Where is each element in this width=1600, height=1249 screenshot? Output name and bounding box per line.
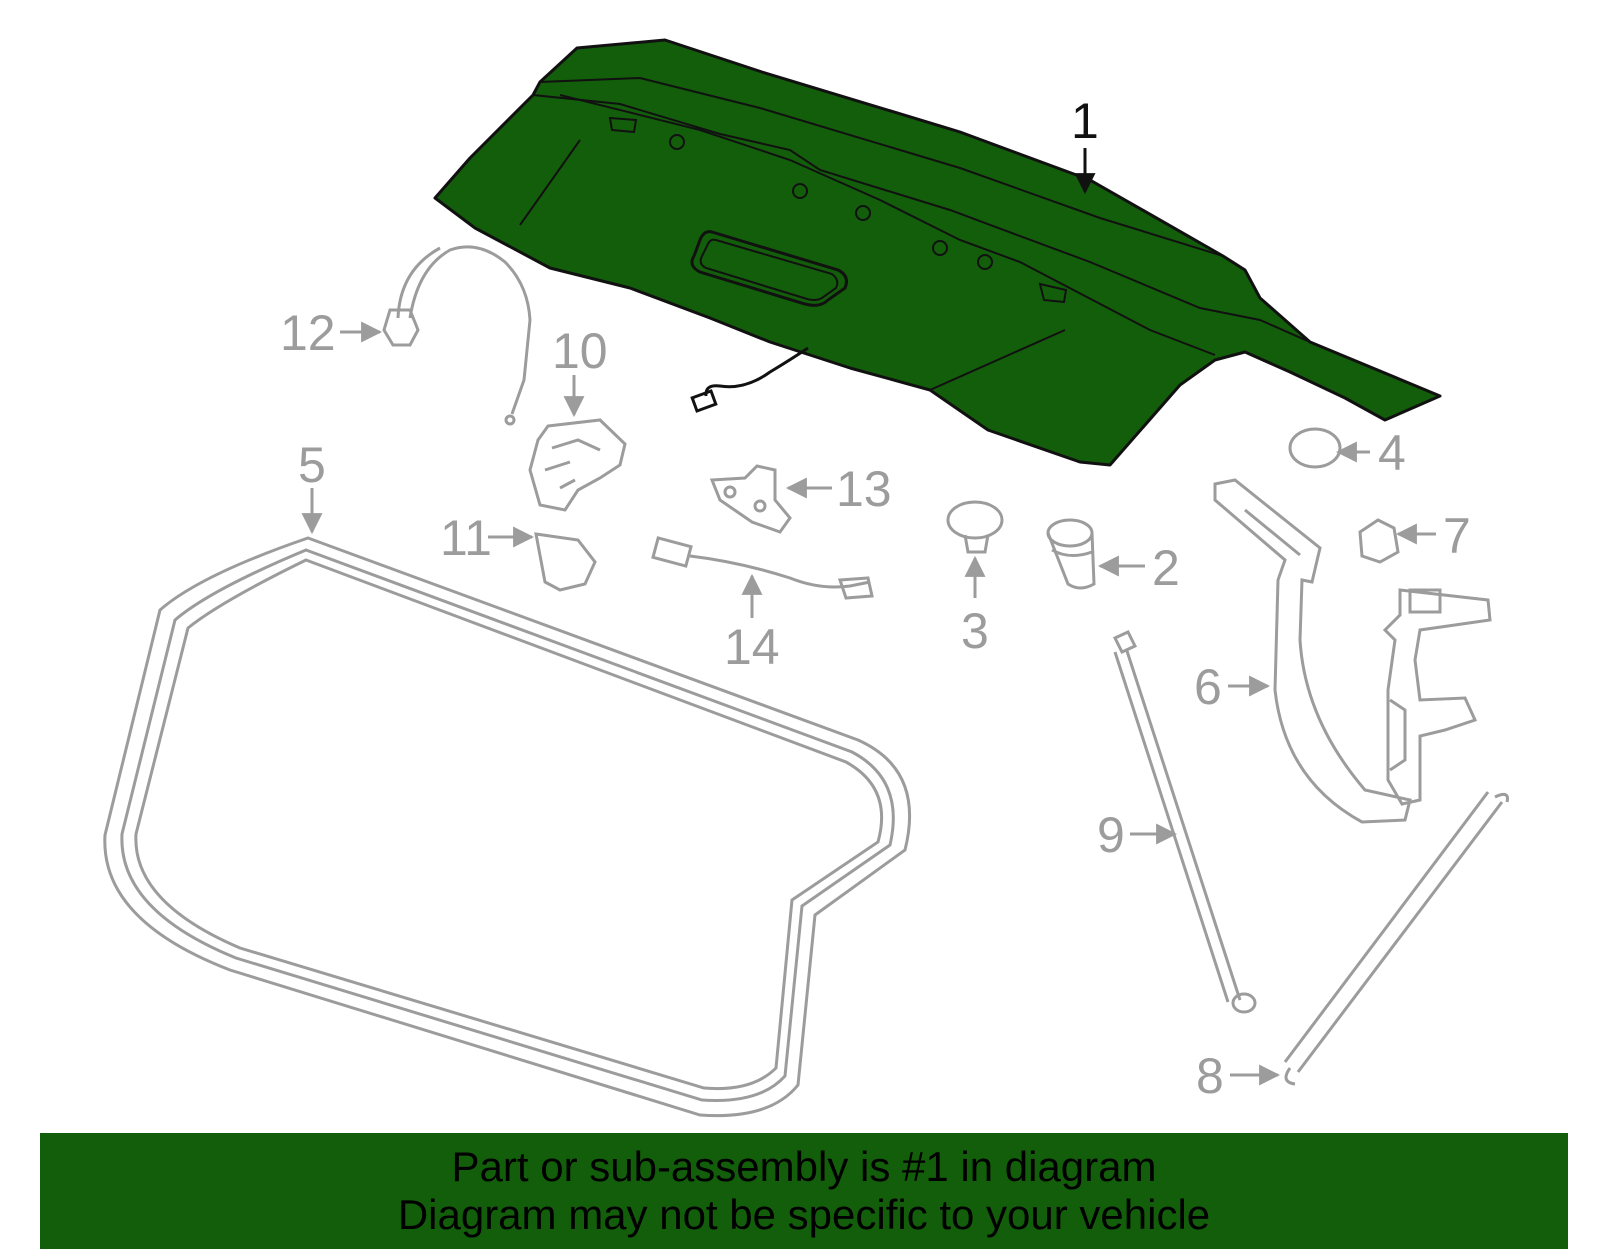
trunk-lid-spoiler-ridge [532, 94, 1311, 343]
info-banner: Part or sub-assembly is #1 in diagram Di… [40, 1133, 1568, 1249]
hinge-pocket-right [1038, 282, 1068, 304]
callout-11: 11 [440, 510, 492, 566]
part-12-release-cable[interactable] [382, 245, 532, 426]
callout-10: 10 [552, 323, 608, 379]
wire-connector-part1 [690, 389, 718, 413]
mount-hole-5 [977, 254, 993, 270]
callout-14: 14 [724, 619, 780, 675]
wire-harness-part1 [704, 346, 809, 397]
banner-line-primary: Part or sub-assembly is #1 in diagram [451, 1143, 1157, 1190]
callout-1: 1 [1071, 93, 1099, 149]
part-6-hinge[interactable] [1213, 478, 1492, 824]
callout-12: 12 [280, 305, 336, 361]
callout-arrows [301, 148, 1436, 1086]
callout-13: 13 [836, 461, 892, 517]
trunk-lid-crease-right [929, 329, 1066, 391]
callout-8: 8 [1196, 1048, 1224, 1104]
banner-line-disclaimer: Diagram may not be specific to your vehi… [397, 1191, 1211, 1238]
part-5-weatherstrip[interactable] [103, 536, 912, 1118]
part-10-latch[interactable] [528, 418, 627, 512]
callout-7: 7 [1443, 508, 1471, 564]
trunk-lid-inner-rib [559, 94, 1216, 356]
trunk-lid-top-edge [539, 76, 1224, 257]
part-14-wire-harness[interactable] [651, 536, 874, 600]
part-1-trunk-lid[interactable] [433, 38, 1442, 467]
part-4-grommet[interactable] [1288, 427, 1342, 469]
callout-5: 5 [298, 437, 326, 493]
callout-2: 2 [1152, 540, 1180, 596]
part-2-bumper[interactable] [1046, 518, 1096, 590]
part-11-clip[interactable] [534, 532, 597, 592]
license-plate-recess-inner [699, 238, 839, 301]
part-3-push-pin[interactable] [946, 500, 1004, 554]
part-8-spring[interactable] [1283, 791, 1509, 1086]
part-13-bracket[interactable] [709, 464, 792, 534]
callout-3: 3 [961, 603, 989, 659]
license-plate-recess [690, 230, 848, 307]
part-9-gas-strut[interactable] [1112, 630, 1257, 1014]
mount-hole-2 [792, 183, 808, 199]
mount-hole-4 [932, 240, 948, 256]
callout-4: 4 [1378, 425, 1406, 481]
part-7-cap[interactable] [1358, 518, 1400, 564]
callout-6: 6 [1194, 659, 1222, 715]
hinge-pocket-left [608, 116, 638, 134]
trunk-lid-crease-left [519, 139, 581, 226]
mount-hole-1 [669, 134, 685, 150]
trunk-lid-panel [433, 38, 1442, 467]
callout-9: 9 [1097, 807, 1125, 863]
mount-hole-3 [855, 205, 871, 221]
